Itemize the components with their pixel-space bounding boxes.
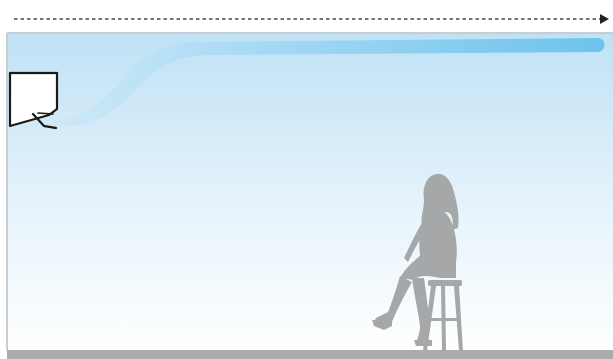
room-floor: [7, 350, 613, 359]
throw-distance-arrow: [14, 14, 609, 24]
room-background: [7, 33, 613, 351]
